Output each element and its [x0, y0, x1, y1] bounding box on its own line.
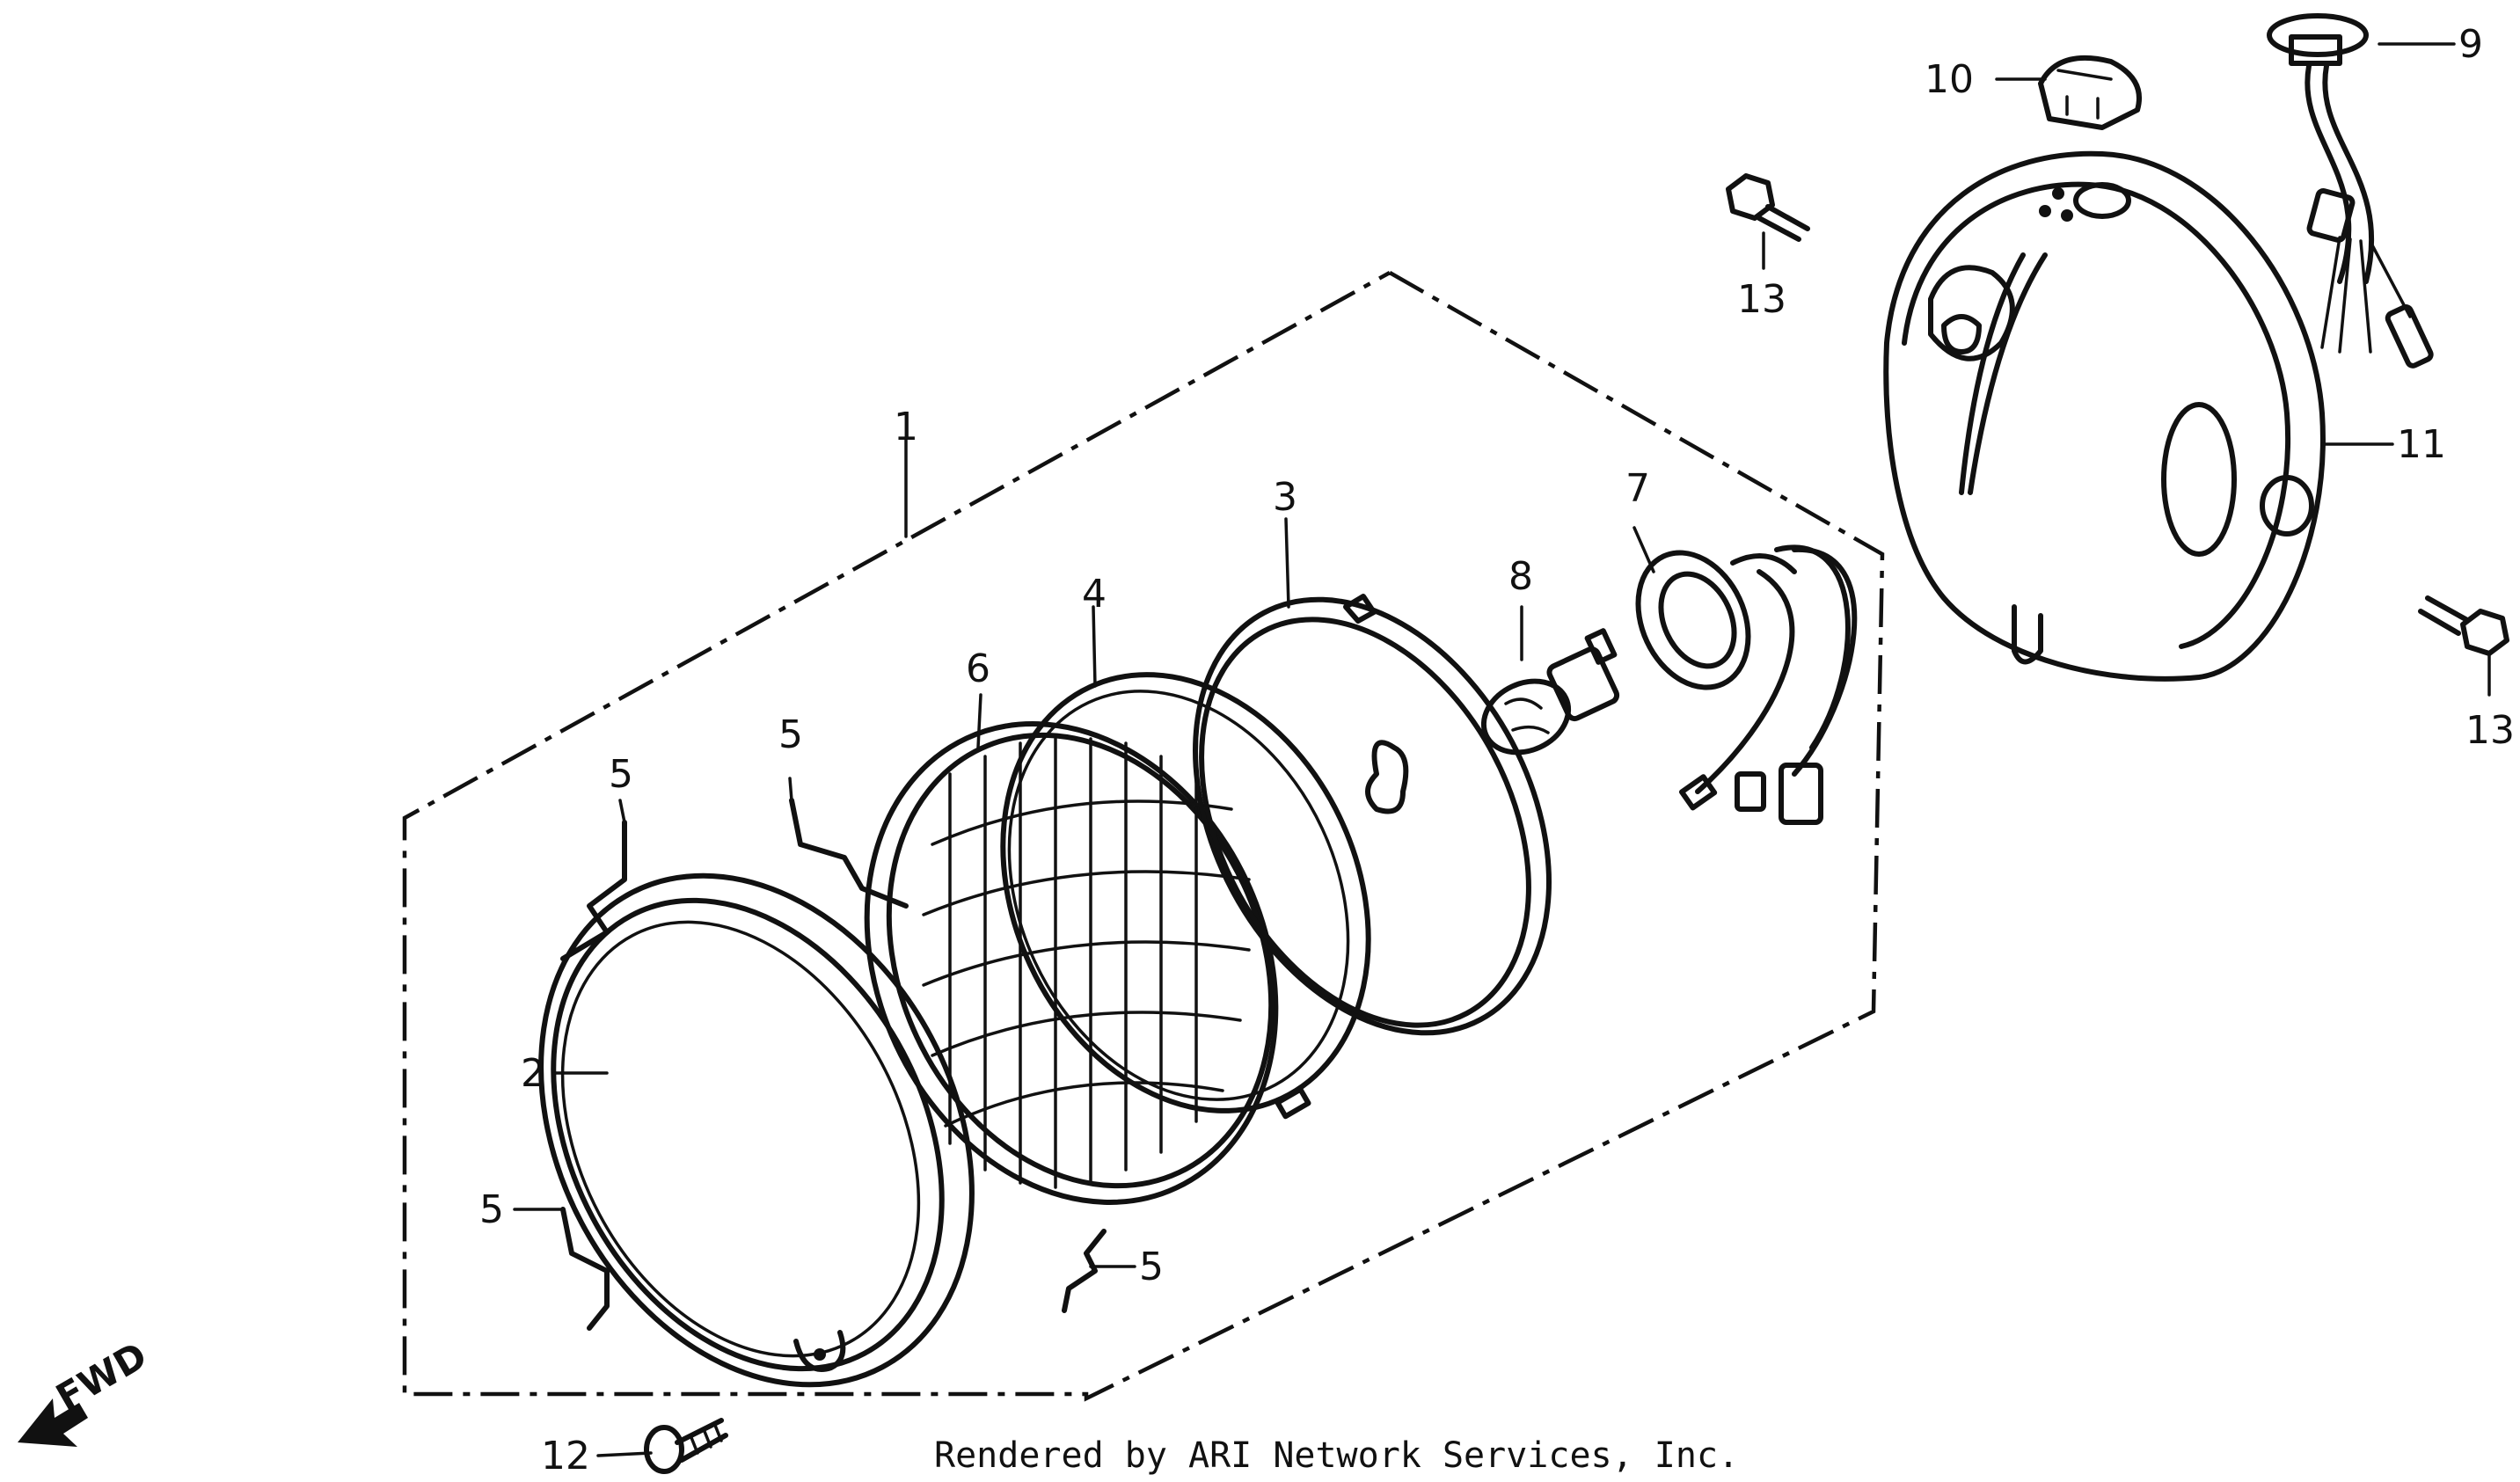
part-label-5-lower-right: 5 [1139, 1245, 1164, 1289]
part-label-11: 11 [2397, 422, 2446, 467]
part-label-5-upper-center: 5 [778, 712, 803, 757]
bulb-socket [1635, 544, 1858, 825]
part-label-13-upper: 13 [1737, 277, 1786, 322]
forward-direction-indicator: FWD [18, 1333, 154, 1447]
bolt-right [2418, 595, 2509, 656]
forward-arrow-icon [18, 1398, 88, 1447]
headlight-lens [864, 721, 1279, 1205]
leader-lines [513, 42, 2491, 1457]
part-label-12: 12 [541, 1434, 590, 1478]
part-label-5-upper-left: 5 [609, 752, 633, 797]
grommet [2038, 55, 2142, 130]
part-label-6: 6 [966, 646, 990, 691]
wire-harness [2267, 13, 2434, 369]
part-label-7: 7 [1625, 466, 1650, 511]
adjusting-screw [644, 1418, 728, 1474]
headlight-case [1883, 150, 2326, 682]
headlight-bulb [1480, 628, 1620, 756]
part-label-1: 1 [894, 405, 918, 449]
rim-clip-lower-left [560, 1207, 610, 1331]
part-label-4: 4 [1082, 572, 1107, 617]
bolt-upper [1726, 173, 1810, 242]
render-credit: Rendered by ARI Network Services, Inc. [934, 1435, 1739, 1476]
part-label-9: 9 [2458, 22, 2483, 67]
rim-clip-upper-left [560, 820, 627, 961]
fwd-label: FWD [49, 1333, 155, 1419]
part-label-13-right: 13 [2465, 708, 2515, 753]
rim-clip-lower-right [1062, 1229, 1107, 1313]
part-label-8: 8 [1508, 554, 1533, 599]
part-label-2: 2 [521, 1051, 545, 1096]
part-label-3: 3 [1273, 475, 1297, 520]
assembly-outline [402, 271, 1885, 1402]
mounting-ring [1193, 594, 1552, 1036]
part-label-5-lower-left: 5 [479, 1187, 504, 1232]
lens-ring [1000, 672, 1371, 1120]
part-label-10: 10 [1925, 57, 1974, 102]
headlight-rim [538, 872, 975, 1388]
rim-clip-upper-center [789, 798, 909, 909]
